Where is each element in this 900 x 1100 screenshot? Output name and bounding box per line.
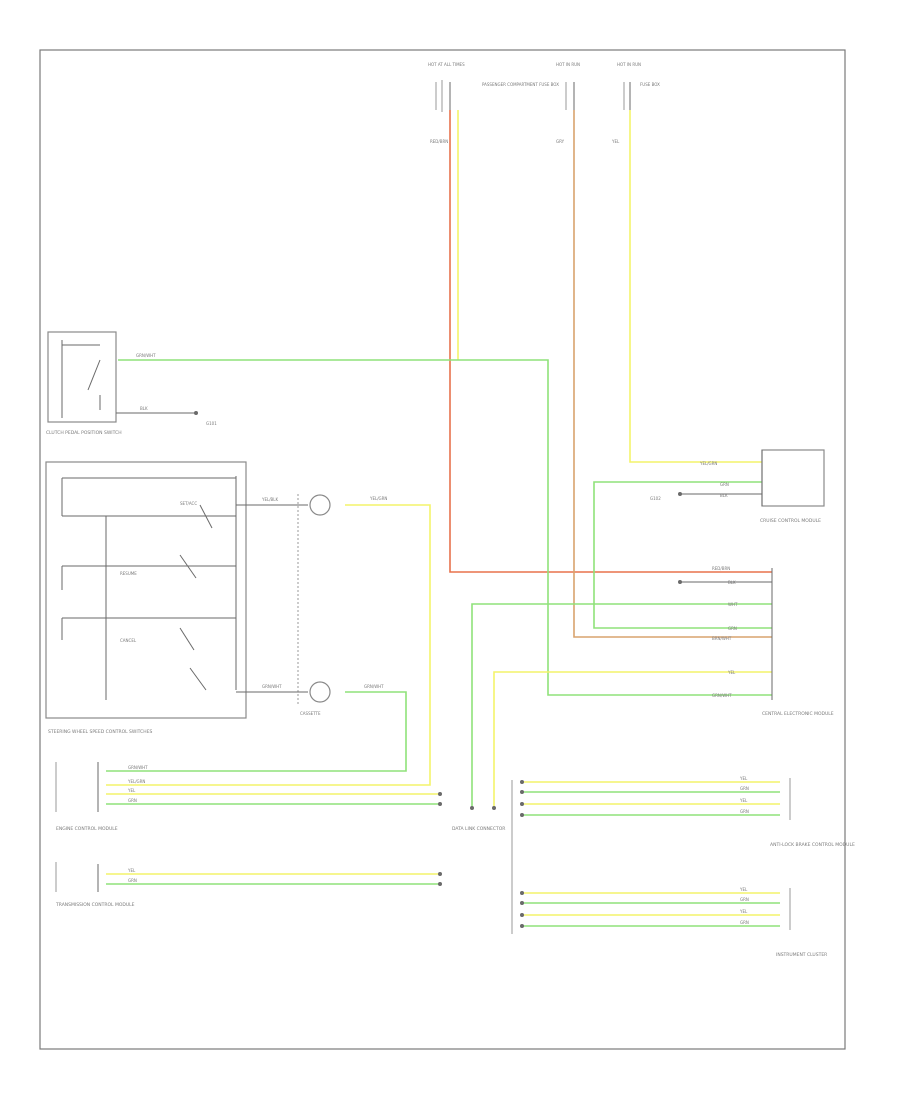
wire-code-r8: GRN (740, 920, 749, 925)
wire-code-ecm-2: YEL/GRN (127, 779, 145, 784)
wire-code-cruise-2: GRN (720, 482, 729, 487)
wire-yel-conn (493, 671, 772, 808)
wire-code-ground: BLK (140, 406, 148, 411)
wire-code-c1: RED/BRN (712, 566, 730, 571)
fuse-group-2: HOT IN RUN GRY (556, 62, 580, 144)
central-module-connector: RED/BRN BLK WHT GRN BRN/WHT YEL GRN/WHT … (678, 566, 834, 717)
cruise-module-label: CRUISE CONTROL MODULE (760, 518, 821, 524)
wire-code-r2: GRN (740, 786, 749, 791)
wire-code-switch-1: YEL/BLK (261, 497, 279, 502)
fuse-group-1: HOT AT ALL TIMES PASSENGER COMPARTMENT F… (428, 62, 559, 144)
wire-code-c4: GRN (728, 626, 737, 631)
diagram-frame (39, 49, 846, 1050)
wire-code-3: YEL (611, 139, 620, 144)
clutch-switch-label: CLUTCH PEDAL POSITION SWITCH (46, 430, 122, 436)
fuse-label-1: HOT AT ALL TIMES (428, 62, 465, 67)
ecm-label: ENGINE CONTROL MODULE (56, 826, 118, 832)
wire-yel-switch (106, 504, 431, 786)
wire-grn-module (593, 481, 772, 629)
wire-code-r7: YEL (739, 909, 748, 914)
wire-code-r5: YEL (739, 887, 748, 892)
wire-code-r3: YEL (739, 798, 748, 803)
fuse-label-3: HOT IN RUN (617, 62, 641, 67)
ecm: GRN/WHT YEL/GRN YEL GRN ENGINE CONTROL M… (55, 762, 442, 832)
switch-pos-2: RESUME (120, 571, 137, 576)
cassette-label: CASSETTE (300, 711, 321, 716)
wire-code-tcm-2: GRN (128, 878, 137, 883)
clutch-switch: GRN/WHT BLK CLUTCH PEDAL POSITION SWITCH… (46, 331, 217, 436)
instrument-cluster-label: INSTRUMENT CLUSTER (776, 952, 827, 958)
cruise-module: YEL/GRN GRN BLK G102 CRUISE CONTROL MODU… (650, 449, 825, 524)
tcm-label: TRANSMISSION CONTROL MODULE (55, 902, 135, 908)
fuse-group-3: HOT IN RUN FUSE BOX YEL (611, 62, 660, 144)
switch-pos-3: CANCEL (120, 638, 137, 643)
wire-code-cruise-1: YEL/GRN (699, 461, 717, 466)
wire-brn-fuse2 (573, 110, 772, 638)
wire-code-r4: GRN (740, 809, 749, 814)
wire-code-1: RED/BRN (430, 139, 448, 144)
wire-code-c7: GRN/WHT (712, 693, 732, 698)
wire-red-brn (449, 110, 772, 573)
steering-switch-label: STEERING WHEEL SPEED CONTROL SWITCHES (48, 729, 153, 735)
wire-code-c5: BRN/WHT (712, 636, 732, 641)
right-module-1: YEL GRN YEL GRN ANTI-LOCK BRAKE CONTROL … (511, 776, 855, 934)
wire-grn-cassette (106, 691, 407, 772)
wire-yel-fuse3 (629, 110, 762, 463)
switch-pos-1: SET/ACC (180, 501, 197, 506)
data-link-connector: DATA LINK CONNECTOR (452, 806, 505, 832)
wire-code-switch-3: YEL/GRN (369, 496, 387, 501)
wire-code-clutch: GRN/WHT (136, 353, 156, 358)
wire-code-cruise-3: BLK (720, 493, 728, 498)
fuse-label-2: HOT IN RUN (556, 62, 580, 67)
wire-code-c3: WHT (728, 602, 738, 607)
brake-module-label: ANTI-LOCK BRAKE CONTROL MODULE (770, 842, 855, 848)
wire-grn-left (471, 603, 772, 808)
wire-code-2: GRY (556, 139, 565, 144)
wire-code-ecm-3: YEL (127, 788, 136, 793)
wires (106, 110, 780, 927)
fuse-box-desc-2: FUSE BOX (640, 82, 660, 87)
wire-code-r6: GRN (740, 897, 749, 902)
wire-code-c6: YEL (727, 670, 736, 675)
ground-label-2: G102 (650, 496, 661, 501)
tcm: YEL GRN TRANSMISSION CONTROL MODULE (55, 862, 442, 908)
right-module-2: YEL GRN YEL GRN INSTRUMENT CLUSTER (520, 887, 827, 958)
central-module-label: CENTRAL ELECTRONIC MODULE (762, 711, 834, 717)
wire-code-ecm-4: GRN (128, 798, 137, 803)
wire-grn-clutch (118, 359, 772, 696)
wire-code-switch-2: GRN/WHT (262, 684, 282, 689)
wire-code-switch-4: GRN/WHT (364, 684, 384, 689)
dlc-label: DATA LINK CONNECTOR (452, 826, 505, 832)
wire-code-ecm-1: GRN/WHT (128, 765, 148, 770)
wire-code-r1: YEL (739, 776, 748, 781)
fuse-box-desc-1: PASSENGER COMPARTMENT FUSE BOX (482, 82, 559, 87)
wire-code-tcm-1: YEL (127, 868, 136, 873)
steering-switch-block: SET/ACC RESUME CANCEL STEERING WHEEL SPE… (45, 461, 387, 735)
ground-label-1: G101 (206, 421, 217, 426)
